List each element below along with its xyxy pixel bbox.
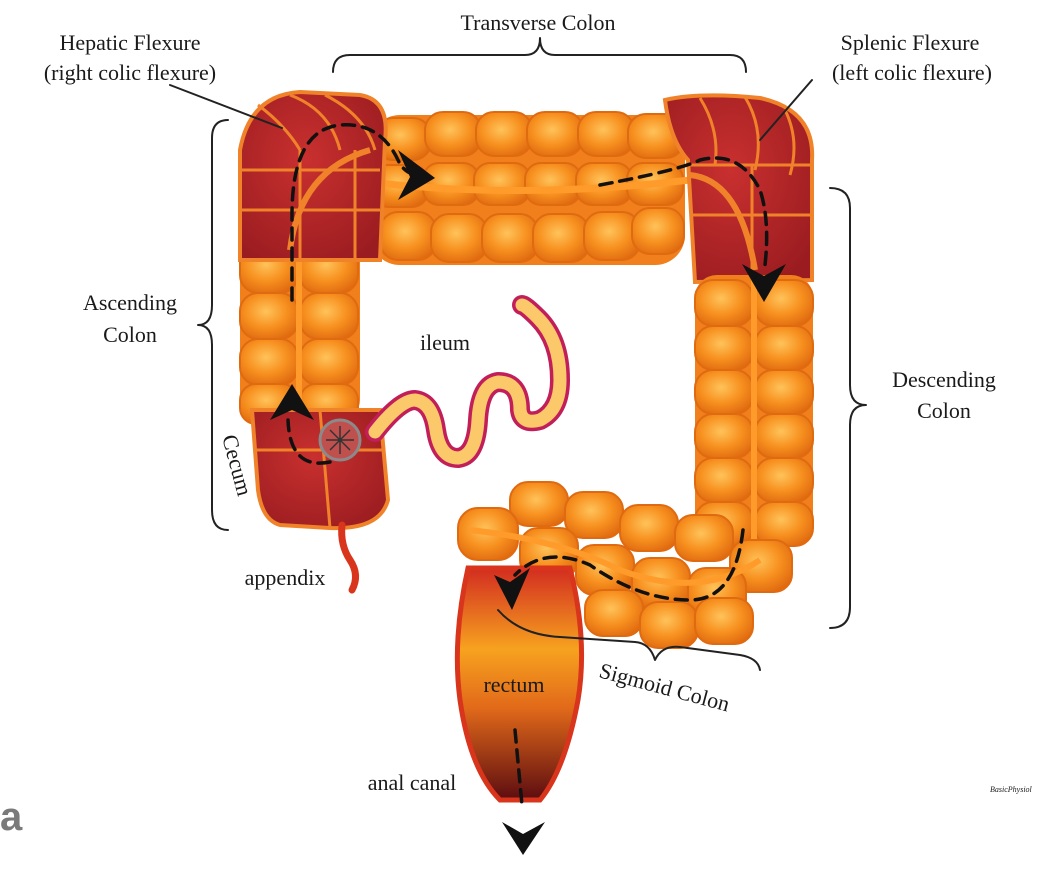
ileum-shape [375,305,560,458]
appendix-shape [342,525,356,590]
hepatic-flexure-shape [240,92,386,260]
descending-colon [695,275,813,546]
arrow-exit [502,822,545,855]
label-hepatic-flexure-alt: (right colic flexure) [44,60,216,85]
label-transverse-colon: Transverse Colon [460,10,615,35]
label-descending-colon-line1: Descending [892,367,996,392]
label-ascending-colon-line2: Colon [103,322,157,347]
label-sigmoid-colon: Sigmoid Colon [597,658,733,717]
label-cecum: Cecum [217,432,257,499]
label-splenic-flexure: Splenic Flexure [841,30,980,55]
label-ileum: ileum [420,330,470,355]
label-rectum: rectum [483,672,544,697]
transverse-colon [370,112,690,265]
ascending-brace [198,120,228,530]
watermark: BasicPhysiol [990,785,1033,794]
label-anal-canal: anal canal [368,770,457,795]
splenic-flexure-shape [665,95,812,282]
label-appendix: appendix [245,565,326,590]
ascending-colon [240,240,360,424]
label-ascending-colon-line1: Ascending [83,290,177,315]
descending-brace [830,188,866,628]
label-splenic-flexure-alt: (left colic flexure) [832,60,992,85]
label-hepatic-flexure: Hepatic Flexure [59,30,200,55]
partial-letter: a [0,795,23,839]
transverse-brace [333,38,746,72]
label-descending-colon-line2: Colon [917,398,971,423]
